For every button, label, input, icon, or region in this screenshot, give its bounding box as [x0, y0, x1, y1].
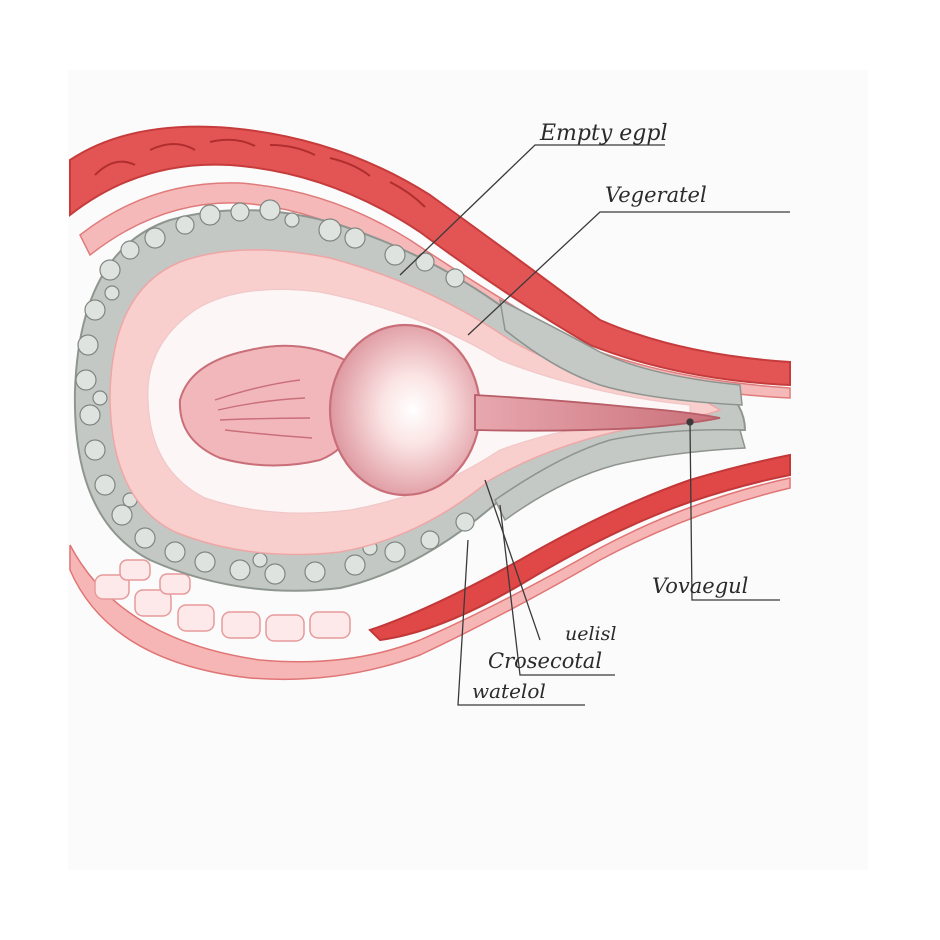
upper-grey-channel — [499, 298, 743, 406]
outer-wall-bottom — [368, 453, 791, 642]
lower-grey-channel — [494, 428, 746, 522]
label-vovaegul: Vovaegul — [652, 574, 748, 598]
granules — [75, 199, 475, 585]
leader-lines — [399, 144, 790, 706]
outer-wall-top-cells — [94, 138, 426, 208]
inner-cap-striations — [214, 379, 313, 439]
label-vegeratel: Vegeratel — [605, 183, 707, 207]
label-uelisl: uelisl — [565, 623, 616, 645]
label-empty-egpl: Empty egpl — [539, 121, 668, 146]
inner-cap — [178, 344, 352, 467]
label-crosecotal: Crosecotal — [488, 649, 602, 673]
inner-bulb — [328, 323, 482, 497]
pink-band-top — [79, 182, 791, 399]
label-watelol: watelol — [472, 679, 546, 703]
inner-stem — [474, 394, 721, 432]
outer-wall-top — [69, 125, 791, 387]
outer-wall-bottom-pink — [69, 477, 791, 681]
pale-cell-cluster — [94, 559, 351, 642]
